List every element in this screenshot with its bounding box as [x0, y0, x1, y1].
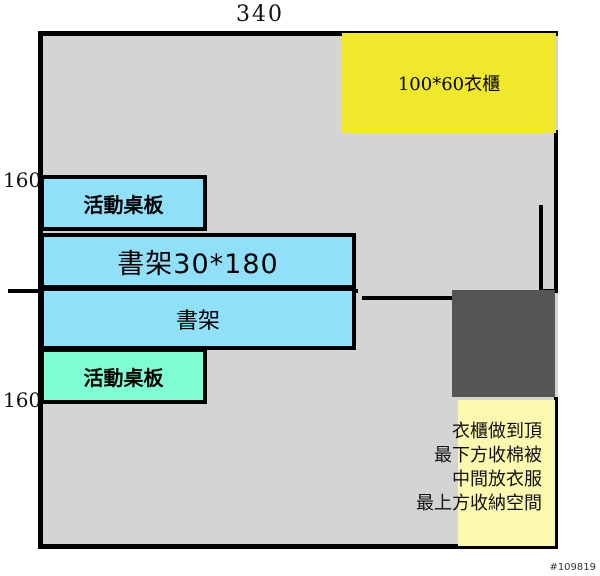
bookshelf-lower: 書架 — [40, 287, 356, 350]
right-wall-line-lower — [554, 397, 558, 549]
bookshelf-upper: 書架30*180 — [40, 233, 356, 289]
note-line: 衣櫃做到頂 — [452, 421, 542, 442]
dark-storage-block — [452, 290, 555, 397]
note-line: 最上方收納空間 — [416, 493, 542, 514]
note-line: 最下方收棉被 — [434, 445, 542, 466]
watermark-id: #109819 — [549, 562, 596, 573]
dimension-top-label: 340 — [236, 2, 284, 27]
dimension-left-upper-label: 160 — [3, 168, 42, 192]
desk-board-top: 活動桌板 — [40, 175, 207, 231]
vertical-wall-segment — [539, 205, 543, 290]
wardrobe-top-block: 100*60衣櫃 — [342, 33, 556, 133]
note-line: 中間放衣服 — [452, 469, 542, 490]
dimension-left-lower-label: 160 — [3, 388, 42, 412]
wardrobe-note: 衣櫃做到頂 最下方收棉被 中間放衣服 最上方收納空間 — [330, 420, 542, 516]
wardrobe-bottom-block — [458, 400, 555, 546]
right-wall-line — [554, 130, 558, 292]
desk-board-bottom: 活動桌板 — [40, 348, 207, 404]
horizontal-wall-line-middle — [362, 296, 454, 300]
